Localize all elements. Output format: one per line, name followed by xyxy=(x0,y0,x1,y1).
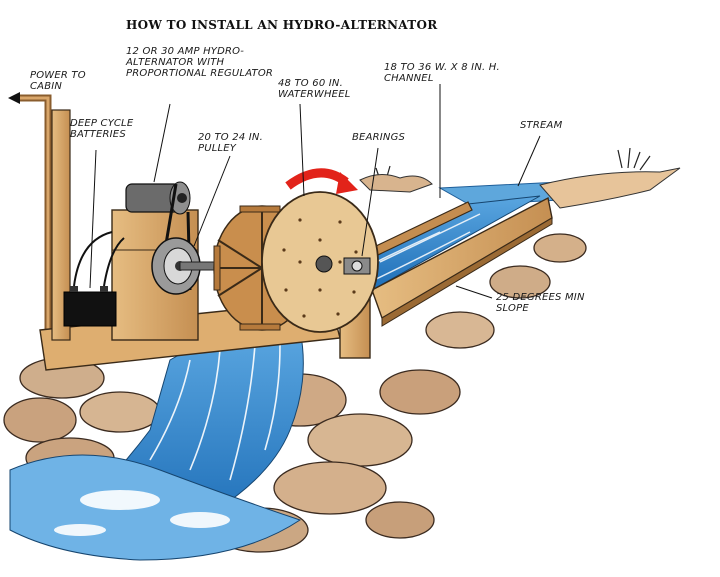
diagram-title: HOW TO INSTALL AN HYDRO-ALTERNATOR xyxy=(126,18,438,32)
label-bearings: BEARINGS xyxy=(352,132,406,143)
label-waterwheel: 48 TO 60 IN. WATERWHEEL xyxy=(278,78,351,100)
stream-bank xyxy=(539,167,681,209)
leader-lines xyxy=(89,84,541,299)
batteries xyxy=(63,231,125,327)
label-power: POWER TO CABIN xyxy=(30,70,86,92)
label-alternator: 12 OR 30 AMP HYDRO-ALTERNATOR WITH PROPO… xyxy=(126,46,274,79)
waterwheel xyxy=(213,191,379,333)
arrow-left-icon xyxy=(8,92,20,104)
label-stream: STREAM xyxy=(520,120,563,131)
power-cable xyxy=(16,94,52,340)
far-rocks xyxy=(359,174,433,193)
label-batteries: DEEP CYCLE BATTERIES xyxy=(70,118,134,140)
alternator xyxy=(125,181,191,215)
rotation-arrow-icon xyxy=(285,168,349,190)
label-slope: 25 DEGREES MIN SLOPE xyxy=(496,292,585,314)
post-left xyxy=(51,109,71,341)
channel-bottom xyxy=(381,217,553,327)
bearing xyxy=(343,257,371,275)
label-pulley: 20 TO 24 IN. PULLEY xyxy=(198,132,263,154)
label-channel: 18 TO 36 W. x 8 IN. H. CHANNEL xyxy=(384,62,500,84)
